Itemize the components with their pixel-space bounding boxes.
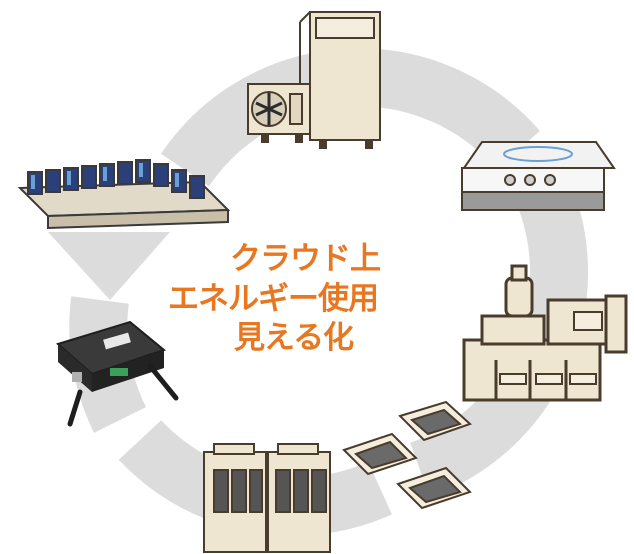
iot-gateway-device-icon	[55, 320, 179, 427]
chiller-array-icon	[17, 159, 231, 230]
industrial-equipment-icon	[462, 264, 628, 402]
cycle-arrow-head	[48, 232, 170, 300]
center-text-line-1: クラウド上	[230, 241, 381, 277]
ceiling-cassette-ac-icon	[342, 400, 472, 510]
heat-pump-water-heater-icon	[247, 11, 381, 149]
vrf-outdoor-unit-icon	[203, 443, 331, 553]
center-text-line-2: エネルギー使用	[168, 281, 379, 317]
center-text-line-3: 見える化	[234, 320, 354, 356]
gas-stove-icon	[461, 141, 616, 211]
